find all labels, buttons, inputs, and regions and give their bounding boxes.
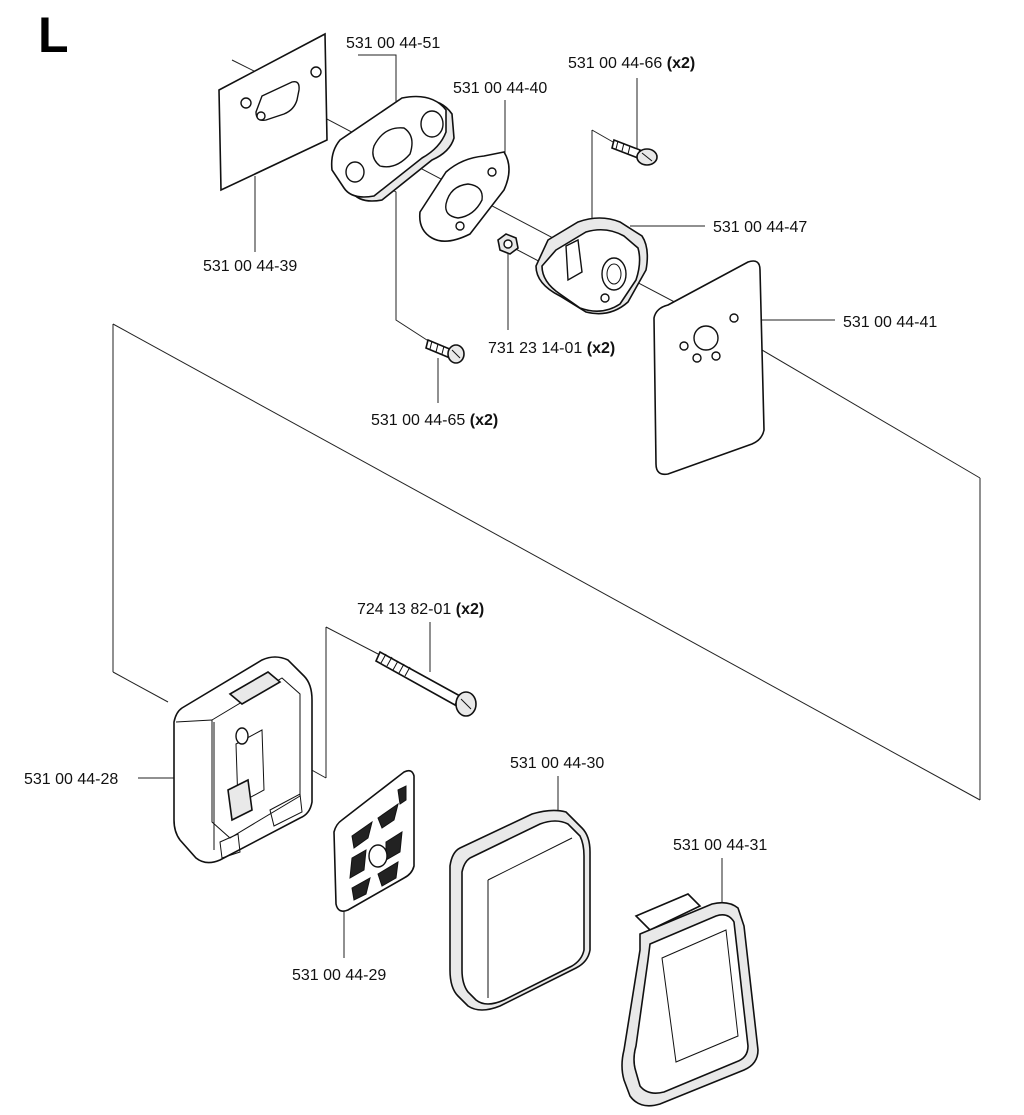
label-531-00-44-29: 531 00 44-29	[292, 967, 386, 984]
bolt-724-13-82-01	[374, 650, 477, 717]
label-531-00-44-30: 531 00 44-30	[510, 755, 604, 772]
label-731-23-14-01: 731 23 14-01 (x2)	[488, 340, 615, 357]
label-531-00-44-31: 531 00 44-31	[673, 837, 767, 854]
label-531-00-44-51: 531 00 44-51	[346, 35, 440, 52]
nut-731-23-14-01	[497, 233, 519, 255]
part-labels: 531 00 44-39 531 00 44-51 531 00 44-40 5…	[24, 35, 937, 984]
gasket-531-00-44-39	[218, 32, 328, 192]
screw-531-00-44-66	[611, 138, 658, 166]
label-531-00-44-47: 531 00 44-47	[713, 219, 807, 236]
cover-531-00-44-31	[621, 893, 759, 1107]
section-letter: L	[38, 7, 69, 63]
screw-531-00-44-65	[425, 338, 465, 364]
label-531-00-44-66: 531 00 44-66 (x2)	[568, 55, 695, 72]
housing-531-00-44-28	[173, 656, 313, 864]
label-531-00-44-40: 531 00 44-40	[453, 80, 547, 97]
label-531-00-44-28: 531 00 44-28	[24, 771, 118, 788]
leader-lines	[138, 54, 835, 958]
label-531-00-44-41: 531 00 44-41	[843, 314, 937, 331]
grid-531-00-44-29	[333, 769, 415, 912]
filter-531-00-44-30	[449, 809, 591, 1011]
label-724-13-82-01: 724 13 82-01 (x2)	[357, 601, 484, 618]
gasket-531-00-44-41	[653, 260, 765, 476]
label-531-00-44-39: 531 00 44-39	[203, 258, 297, 275]
flange-531-00-44-51	[330, 95, 455, 202]
gasket-531-00-44-40	[418, 151, 510, 242]
spacer-531-00-44-47	[535, 217, 649, 315]
label-531-00-44-65: 531 00 44-65 (x2)	[371, 412, 498, 429]
